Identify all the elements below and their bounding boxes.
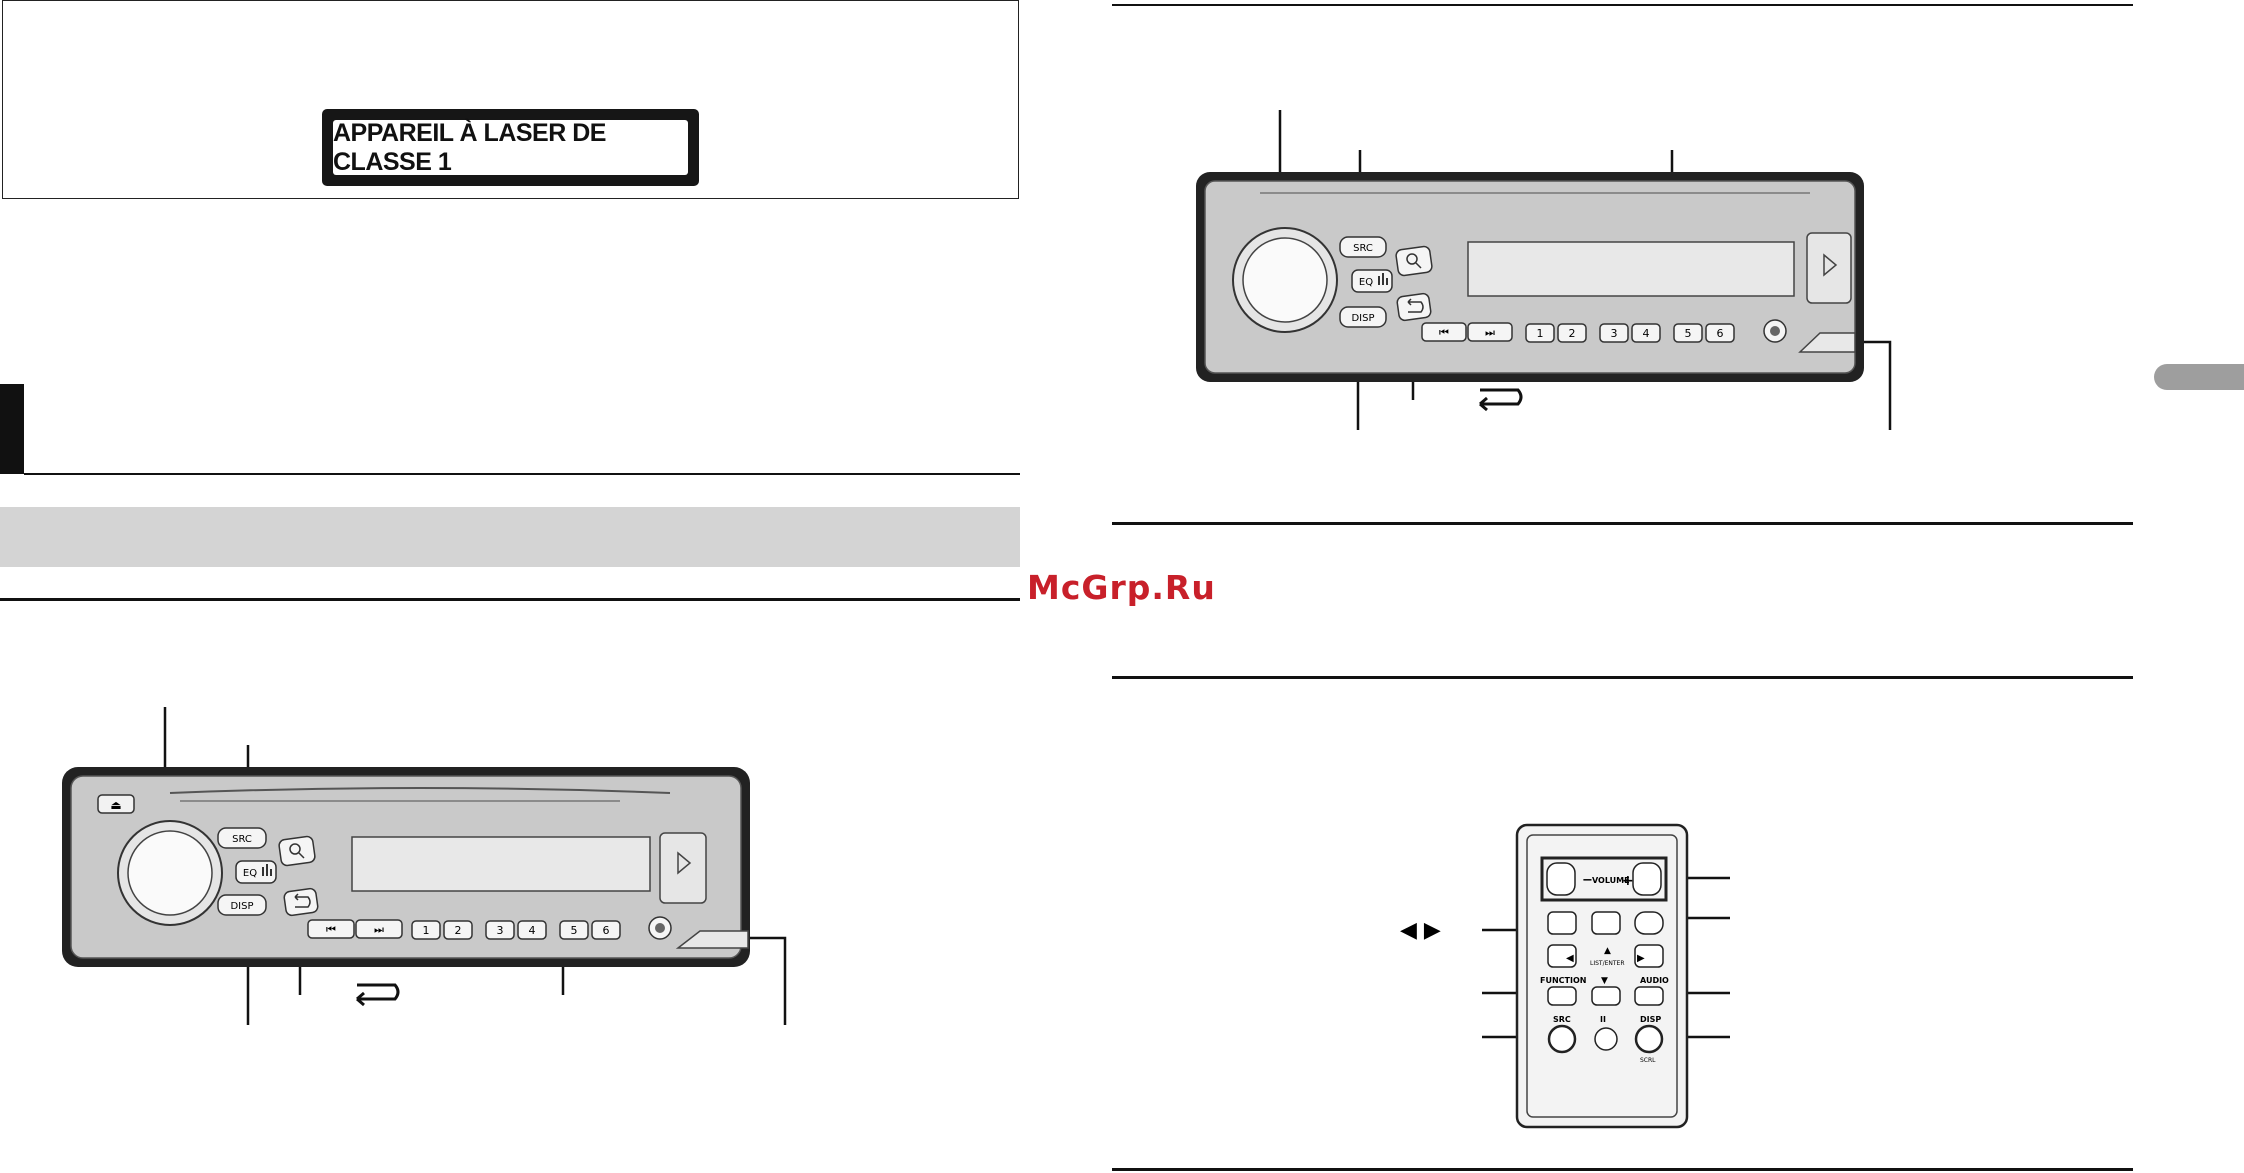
src-button	[1339, 236, 1387, 258]
list-enter-label: LIST/ENTER	[1590, 960, 1625, 967]
detach-panel	[1806, 232, 1852, 304]
section-tab-marker	[0, 384, 24, 474]
audio-button	[1634, 986, 1664, 1006]
scrl-label: SCRL	[1640, 1057, 1656, 1064]
down-button	[1591, 986, 1621, 1006]
svg-text:5: 5	[1685, 327, 1692, 340]
function-button	[1547, 986, 1577, 1006]
arrow-keys-label: ◀ ▶	[1400, 918, 1441, 943]
svg-text:4: 4	[1643, 327, 1650, 340]
top-rule-right	[1112, 4, 2133, 6]
svg-text:▶: ▶	[1637, 953, 1645, 964]
src-label: SRC	[1353, 243, 1373, 254]
preset-buttons: 1 2 3 4 5 6	[411, 920, 621, 940]
volume-minus-button	[1546, 862, 1576, 896]
svg-text:−: −	[1582, 873, 1593, 888]
disp-button	[217, 894, 267, 916]
laser-class-text: APPAREIL À LASER DE CLASSE 1	[333, 119, 688, 176]
search-icon	[1406, 253, 1418, 265]
volume-knob	[1242, 237, 1328, 323]
detach-release	[675, 930, 749, 949]
volume-plus-button	[1632, 862, 1662, 896]
svg-text:2: 2	[1569, 327, 1576, 340]
heading-band	[0, 507, 1020, 567]
svg-text:▲: ▲	[1604, 946, 1611, 956]
pause-button	[1594, 1027, 1618, 1051]
back-arrow-icon	[356, 983, 400, 1007]
volume-knob	[127, 830, 213, 916]
display-window	[351, 836, 651, 892]
back-icon	[1407, 298, 1424, 313]
function-label: FUNCTION	[1540, 976, 1586, 985]
svg-text:4: 4	[529, 924, 536, 937]
prev-track-button	[1421, 322, 1467, 342]
src-button	[217, 827, 267, 849]
audio-label: AUDIO	[1640, 976, 1669, 985]
disp-label: DISP	[1351, 313, 1374, 324]
laser-warning-box: APPAREIL À LASER DE CLASSE 1	[2, 0, 1019, 199]
language-tab	[2154, 364, 2244, 390]
src-label: SRC	[232, 834, 252, 845]
src-button	[1547, 1024, 1577, 1054]
back-arrow-icon	[1479, 388, 1523, 412]
prev-icon: ⏮	[326, 923, 336, 936]
svg-text:5: 5	[571, 924, 578, 937]
section-rule	[24, 473, 1020, 475]
display-window	[1467, 241, 1795, 297]
svg-text:1: 1	[1537, 327, 1544, 340]
disp-label: DISP	[1640, 1015, 1661, 1024]
search-icon	[289, 843, 301, 855]
prev-icon: ⏮	[1439, 326, 1449, 339]
eq-label: EQ	[1359, 277, 1373, 288]
next-icon: ⏭	[1485, 326, 1495, 339]
svg-text:6: 6	[603, 924, 610, 937]
back-button	[283, 887, 319, 917]
next-track-button	[355, 919, 403, 939]
subsection-rule	[0, 598, 1020, 601]
eject-icon: ⏏	[110, 798, 121, 812]
svg-text:3: 3	[497, 924, 504, 937]
svg-text:◀: ◀	[1566, 953, 1574, 964]
section-rule-right-1	[1112, 522, 2133, 525]
cd-head-unit-diagram: ⏏ SRC EQ DISP ⏮ ⏭ 1 2 3 4 5 6	[62, 707, 787, 1025]
eject-button	[97, 794, 135, 814]
mechless-head-unit-diagram: SRC EQ DISP ⏮ ⏭ 1 2 3 4 5 6	[1196, 110, 1892, 430]
eq-label: EQ	[243, 868, 257, 879]
svg-text:2: 2	[455, 924, 462, 937]
svg-text:1: 1	[423, 924, 430, 937]
left-button	[1547, 944, 1577, 968]
disp-label: DISP	[230, 901, 253, 912]
search-button	[278, 835, 316, 867]
src-label: SRC	[1553, 1015, 1571, 1024]
search-button	[1395, 245, 1433, 277]
cd-slot	[169, 787, 671, 794]
preset-buttons: 1 2 3 4 5 6	[1525, 323, 1735, 343]
next-track-button	[1467, 322, 1513, 342]
back-icon	[294, 893, 311, 908]
pause-label: II	[1600, 1015, 1606, 1024]
volume-label: VOLUME	[1592, 876, 1630, 885]
play-triangle-icon	[677, 851, 692, 875]
svg-text:3: 3	[1611, 327, 1618, 340]
laser-class-label: APPAREIL À LASER DE CLASSE 1	[322, 109, 699, 186]
back-button	[1396, 292, 1432, 322]
right-button	[1634, 944, 1664, 968]
disp-button	[1634, 1024, 1664, 1054]
next-icon: ⏭	[374, 923, 384, 936]
detach-release	[1798, 332, 1856, 353]
volume-group	[1540, 856, 1668, 902]
play-triangle-icon	[1823, 253, 1838, 277]
section-rule-right-2	[1112, 676, 2133, 679]
svg-text:6: 6	[1717, 327, 1724, 340]
disp-button	[1339, 306, 1387, 328]
svg-text:▼: ▼	[1601, 976, 1608, 986]
prev-track-button	[307, 919, 355, 939]
svg-text:+: +	[1622, 873, 1634, 889]
remote-control-diagram: ◀ ▶ − VOLUME + ◀ ▲ LIST/ENTER ▶ FUNCTION…	[1400, 823, 1730, 1129]
watermark: McGrp.Ru	[1027, 568, 1216, 607]
bottom-rule-right	[1112, 1168, 2133, 1171]
